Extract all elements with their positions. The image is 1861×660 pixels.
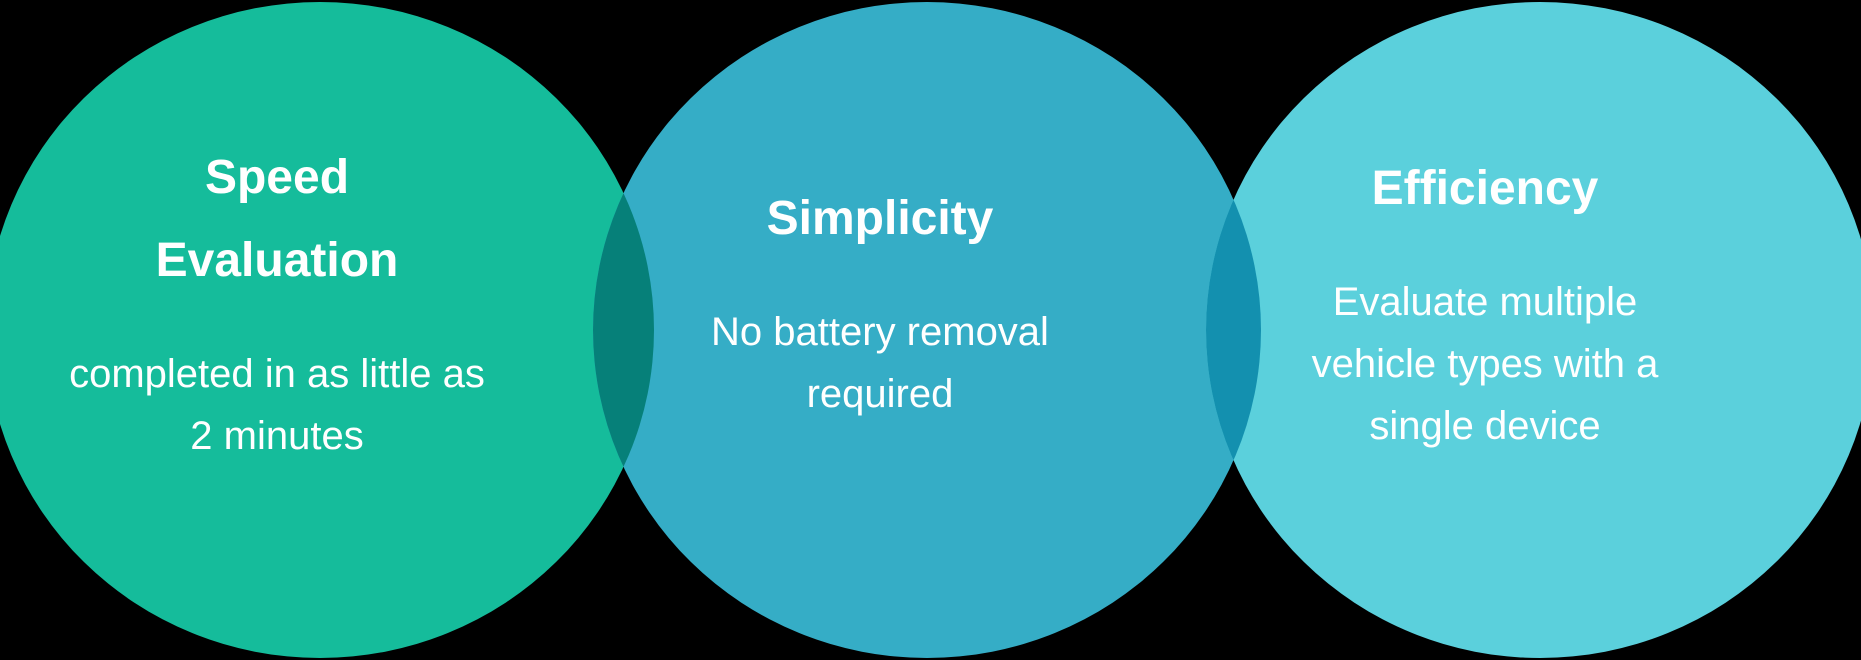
simplicity-body: No battery removal required xyxy=(711,310,1049,417)
speed-title: Speed Evaluation xyxy=(155,151,399,288)
simplicity-label-block: Simplicity No battery removal required xyxy=(640,159,1120,443)
simplicity-circle xyxy=(593,2,1261,658)
efficiency-body: Evaluate multiple vehicle types with a s… xyxy=(1311,280,1659,449)
speed-body: completed in as little as 2 minutes xyxy=(69,352,485,459)
efficiency-label-block: Efficiency Evaluate multiple vehicle typ… xyxy=(1245,129,1725,475)
simplicity-title: Simplicity xyxy=(766,192,994,245)
efficiency-circle xyxy=(1206,2,1861,658)
speed-label-block: Speed Evaluation completed in as little … xyxy=(37,118,517,485)
speed-circle xyxy=(0,2,654,658)
efficiency-title: Efficiency xyxy=(1371,162,1599,215)
